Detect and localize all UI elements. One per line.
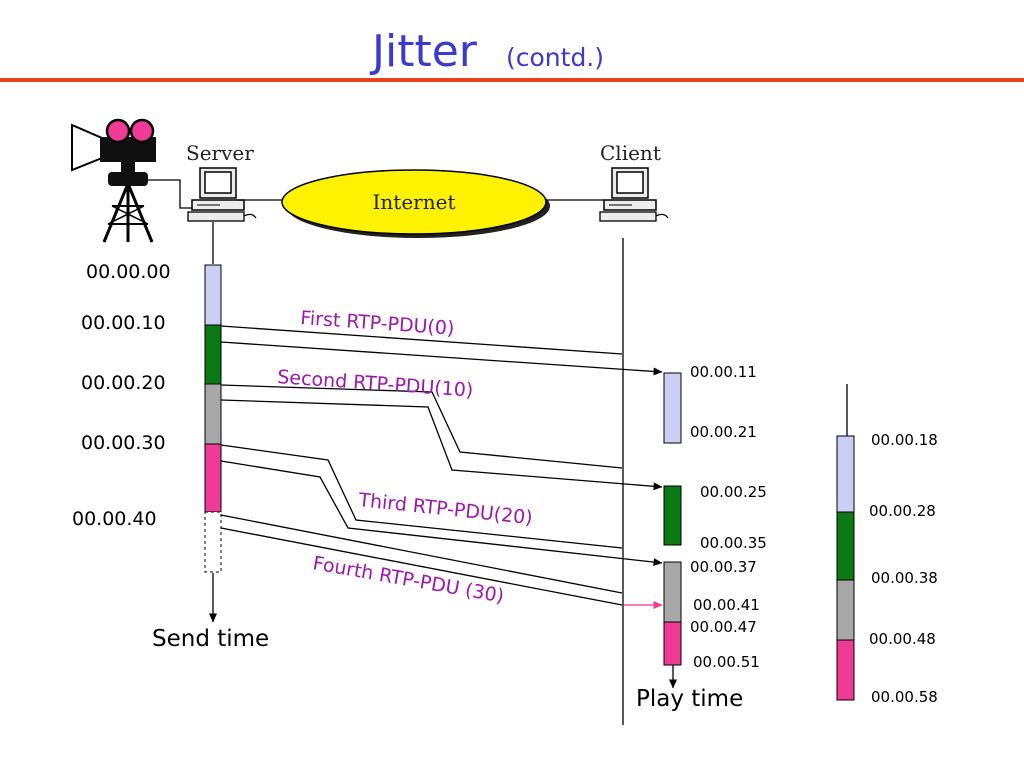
pdu-30-path	[220, 514, 663, 609]
send-time-axis-label: Send time	[152, 626, 269, 652]
server-label: Server	[186, 141, 254, 165]
send-packet-20	[204, 383, 222, 445]
play-packet-20	[663, 561, 682, 623]
slide-title: Jitter	[369, 26, 478, 77]
schedule-time-label: 00.00.28	[869, 502, 936, 520]
pdu-label: First RTP-PDU(0)	[300, 307, 455, 340]
slide-subtitle: (contd.)	[506, 43, 604, 72]
pdu-label: Fourth RTP-PDU (30)	[311, 552, 506, 607]
pdu-10-path	[220, 384, 663, 491]
send-time-label: 00.00.40	[72, 508, 157, 530]
send-time-label: 00.00.00	[86, 261, 171, 283]
send-time-label: 00.00.10	[81, 312, 166, 334]
schedule-time-label: 00.00.18	[871, 431, 938, 449]
play-time-label: 00.00.25	[700, 483, 767, 501]
play-time-label: 00.00.35	[700, 534, 767, 552]
play-time-label: 00.00.51	[693, 653, 760, 671]
title-rule	[0, 78, 1024, 82]
play-packet-10	[663, 485, 682, 546]
internet-label: Internet	[373, 190, 456, 214]
play-time-label: 00.00.47	[690, 618, 757, 636]
client-computer-icon	[599, 167, 669, 222]
send-packet-30	[204, 443, 222, 513]
send-packet-0	[204, 264, 222, 326]
internet-cloud	[281, 169, 547, 235]
send-time-label: 00.00.20	[81, 372, 166, 394]
schedule-packet-30	[836, 639, 855, 701]
schedule-time-label: 00.00.38	[871, 569, 938, 587]
pdu-0-path	[220, 325, 663, 376]
pdu-label: Second RTP-PDU(10)	[277, 366, 474, 402]
schedule-packet-20	[836, 579, 855, 641]
play-packet-30	[663, 621, 682, 666]
send-time-label: 00.00.30	[81, 432, 166, 454]
send-packet-10	[204, 324, 222, 385]
play-time-label: 00.00.41	[693, 596, 760, 614]
play-time-label: 00.00.21	[690, 423, 757, 441]
server-computer-icon	[187, 167, 257, 222]
schedule-packet-10	[836, 511, 855, 581]
camera-cable	[148, 179, 196, 209]
play-time-label: 00.00.37	[690, 558, 757, 576]
send-packet-40-empty	[204, 511, 222, 573]
pdu-20-path	[220, 444, 663, 567]
play-packet-0	[663, 372, 682, 444]
play-time-axis-label: Play time	[636, 686, 743, 712]
schedule-time-label: 00.00.58	[871, 688, 938, 706]
schedule-packet-0	[836, 435, 855, 513]
client-label: Client	[600, 141, 661, 165]
schedule-time-label: 00.00.48	[869, 630, 936, 648]
play-time-label: 00.00.11	[690, 363, 757, 381]
video-camera-icon	[71, 118, 156, 243]
